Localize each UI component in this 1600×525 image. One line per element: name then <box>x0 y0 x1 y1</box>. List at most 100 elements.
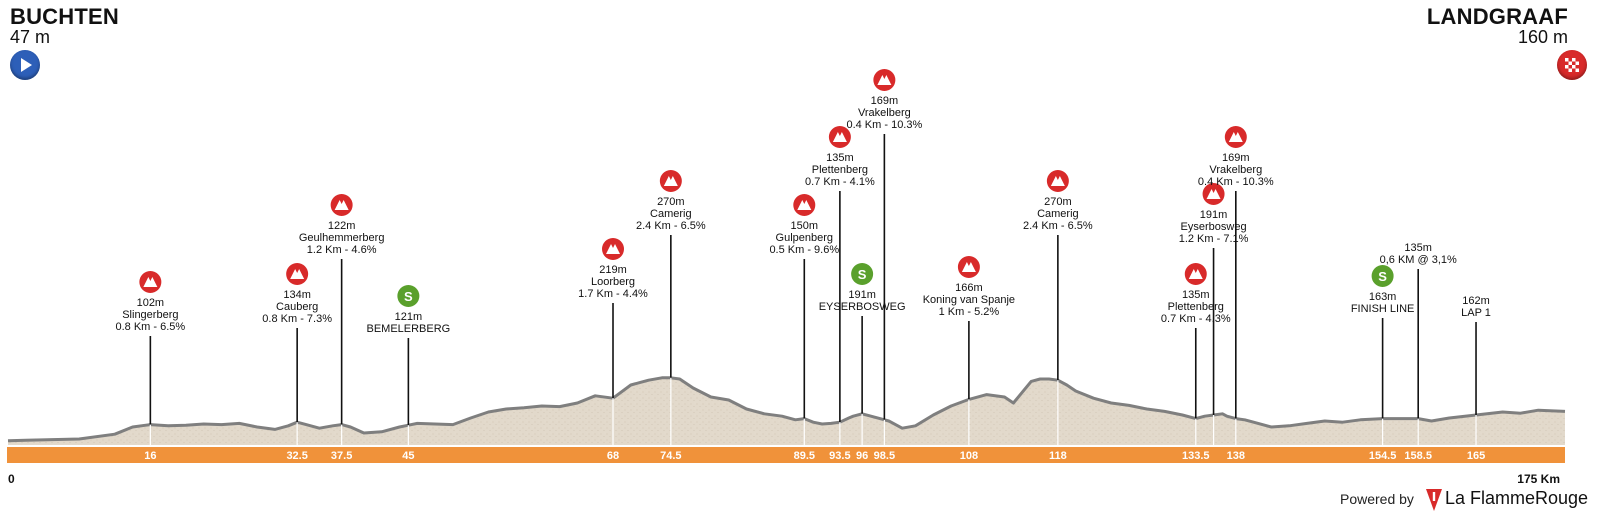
marker-label: 135m <box>1404 242 1432 254</box>
mountain-glyph <box>290 269 305 279</box>
km-label: 165 <box>1467 450 1485 462</box>
marker-label: 135m <box>1182 289 1210 301</box>
checkered-flag-icon <box>1557 50 1587 80</box>
marker-label: 1.7 Km - 4.4% <box>578 288 648 300</box>
mountain-glyph <box>1206 189 1221 199</box>
marker-label: 163m <box>1369 291 1397 303</box>
marker-label: 0.4 Km - 10.3% <box>846 119 922 131</box>
marker-label: 169m <box>1222 152 1250 164</box>
finish-altitude: 160 m <box>1517 27 1568 47</box>
marker-label: Geulhemmerberg <box>299 232 385 244</box>
marker-label: 0.8 Km - 7.3% <box>262 313 332 325</box>
marker-label: 122m <box>328 220 356 232</box>
marker-label: 2.4 Km - 6.5% <box>1023 220 1093 232</box>
powered-by-text: Powered by <box>1340 491 1414 507</box>
marker-label: 169m <box>871 95 899 107</box>
marker-label: Plettenberg <box>1168 301 1224 313</box>
km-label: 74.5 <box>660 450 681 462</box>
axis-start-label: 0 <box>8 472 15 486</box>
marker-label: Cauberg <box>276 301 318 313</box>
marker-label: BEMELERBERG <box>366 323 450 335</box>
terrain-area <box>8 377 1565 445</box>
sprint-icon <box>851 263 874 285</box>
marker-label: 1.2 Km - 4.6% <box>307 244 377 256</box>
marker-label: LAP 1 <box>1461 307 1491 319</box>
play-icon <box>10 50 40 80</box>
sprint-icon <box>397 285 420 307</box>
marker-label: FINISH LINE <box>1351 303 1415 315</box>
marker-label: 0.8 Km - 6.5% <box>116 321 186 333</box>
km-label: 16 <box>144 450 156 462</box>
la-flamme-rouge-logo-icon <box>1426 489 1442 511</box>
marker-label: Koning van Spanje <box>923 294 1015 306</box>
km-label: 108 <box>960 450 978 462</box>
start-city: BUCHTEN <box>10 4 119 29</box>
distance-bar <box>7 447 1565 463</box>
brand-name: La FlammeRouge <box>1445 488 1589 508</box>
km-label: 133.5 <box>1182 450 1210 462</box>
km-label: 89.5 <box>794 450 815 462</box>
km-label: 138 <box>1227 450 1245 462</box>
marker-label: 219m <box>599 264 627 276</box>
marker-label: Eyserbosweg <box>1181 221 1247 233</box>
marker-label: EYSERBOSWEG <box>819 301 906 313</box>
km-label: 96 <box>856 450 868 462</box>
km-label: 45 <box>402 450 414 462</box>
marker-label: Vrakelberg <box>858 107 911 119</box>
km-label: 93.5 <box>829 450 850 462</box>
mountain-glyph <box>961 262 976 272</box>
marker-label: 270m <box>657 196 685 208</box>
mountain-glyph <box>663 176 678 186</box>
sprint-glyph: S <box>404 289 413 304</box>
finish-city: LANDGRAAF <box>1426 4 1568 29</box>
marker-label: 102m <box>137 297 165 309</box>
km-label: 154.5 <box>1369 450 1397 462</box>
marker-label: 191m <box>1200 209 1228 221</box>
marker-label: 162m <box>1462 295 1490 307</box>
marker-label: 134m <box>283 289 311 301</box>
km-label: 32.5 <box>286 450 307 462</box>
km-label: 118 <box>1049 450 1067 462</box>
mountain-glyph <box>606 244 621 254</box>
marker-label: 191m <box>848 289 876 301</box>
mountain-glyph <box>797 200 812 210</box>
terrain-ridge <box>7 376 1566 443</box>
mountain-glyph <box>143 277 158 287</box>
marker-label: 121m <box>395 311 423 323</box>
mountain-glyph <box>1228 132 1243 142</box>
axis-end-label: 175 Km <box>1517 472 1560 486</box>
sprint-icon <box>1371 265 1394 287</box>
km-label: 68 <box>607 450 619 462</box>
km-label: 98.5 <box>874 450 895 462</box>
mountain-glyph <box>334 200 349 210</box>
marker-label: Vrakelberg <box>1209 164 1262 176</box>
marker-label: 1 Km - 5.2% <box>939 306 1000 318</box>
marker-label: 135m <box>826 152 854 164</box>
marker-label: Plettenberg <box>812 164 868 176</box>
marker-label: 0,6 KM @ 3,1% <box>1380 254 1457 266</box>
marker-label: 0.5 Km - 9.6% <box>769 244 839 256</box>
marker-label: Loorberg <box>591 276 635 288</box>
marker-label: 2.4 Km - 6.5% <box>636 220 706 232</box>
marker-label: 0.7 Km - 4.1% <box>805 176 875 188</box>
marker-label: 166m <box>955 282 983 294</box>
km-label: 135.5 <box>1200 468 1228 480</box>
marker-label: 270m <box>1044 196 1072 208</box>
km-label: 158.5 <box>1404 450 1432 462</box>
sprint-glyph: S <box>858 267 867 282</box>
marker-label: Camerig <box>1037 208 1079 220</box>
km-label: 37.5 <box>331 450 352 462</box>
mountain-glyph <box>1188 269 1203 279</box>
marker-label: 1.2 Km - 7.1% <box>1179 233 1249 245</box>
mountain-glyph <box>832 132 847 142</box>
marker-label: 150m <box>791 220 819 232</box>
marker-label: 0.7 Km - 4.3% <box>1161 313 1231 325</box>
marker-label: Slingerberg <box>122 309 178 321</box>
marker-label: 0.4 Km - 10.3% <box>1198 176 1274 188</box>
marker-label: Gulpenberg <box>776 232 834 244</box>
mountain-glyph <box>877 75 892 85</box>
start-altitude: 47 m <box>10 27 51 47</box>
mountain-glyph <box>1050 176 1065 186</box>
sprint-glyph: S <box>1378 269 1387 284</box>
